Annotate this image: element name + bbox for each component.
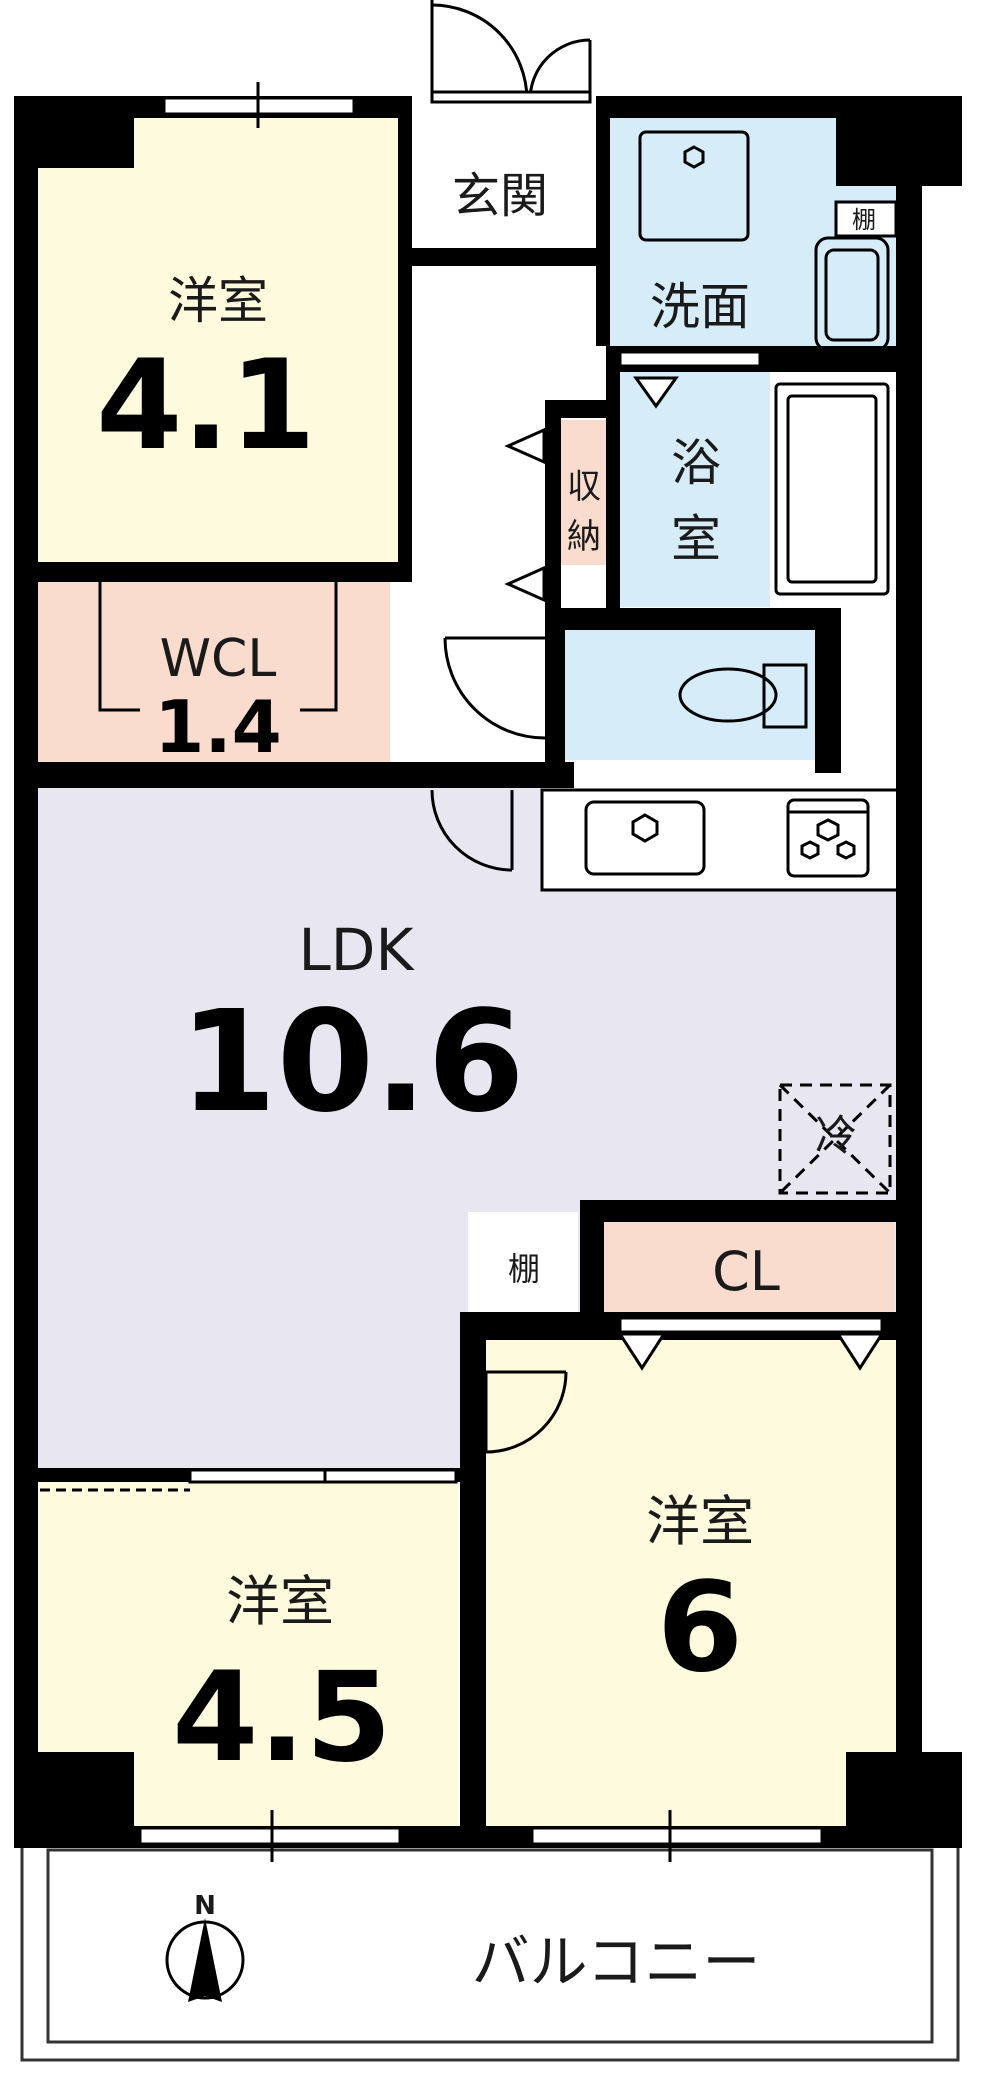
north-arrow-icon	[165, 1918, 245, 2002]
western-room-2-fill	[486, 1340, 896, 1840]
western-room-2-label: 洋室	[646, 1490, 754, 1553]
windows	[40, 82, 884, 1862]
bathroom-label-1: 浴	[671, 434, 721, 492]
ldk-size: 10.6	[179, 981, 524, 1144]
closet-label: CL	[712, 1240, 780, 1303]
shelf-fill	[468, 1212, 578, 1316]
wcl-size: 1.4	[154, 685, 282, 769]
entrance-door	[430, 0, 592, 101]
refrigerator-label: 冷	[815, 1111, 857, 1160]
western-room-1-label: 洋室	[168, 272, 268, 330]
storage-label-2: 納	[567, 517, 601, 557]
storage-fill	[560, 420, 608, 565]
balcony-inner-outline	[46, 1848, 934, 2044]
washroom-label: 洗面	[650, 278, 750, 336]
bathroom-label-2: 室	[671, 510, 721, 568]
wcl-fill	[38, 582, 390, 762]
wcl-label: WCL	[160, 629, 277, 689]
closet-fill	[604, 1222, 894, 1314]
bathroom-fill	[620, 372, 770, 607]
ldk-label: LDK	[298, 916, 415, 984]
storage-label-1: 収	[567, 467, 601, 507]
western-room-1-fill	[38, 118, 398, 566]
western-room-3-label: 洋室	[226, 1570, 334, 1633]
shelf-label: 棚	[508, 1250, 540, 1288]
entrance-label: 玄関	[452, 168, 548, 224]
hallway-fill	[412, 266, 542, 761]
compass-label: N	[194, 1891, 216, 1921]
kitchen-counter-fill	[542, 788, 900, 888]
western-room-1-size: 4.1	[96, 334, 316, 478]
fixtures	[98, 130, 900, 1454]
western-room-2-size: 6	[657, 1556, 743, 1700]
entrance-fill	[412, 118, 600, 266]
balcony-label: バルコニー	[472, 1928, 761, 1996]
western-room-3-size: 4.5	[172, 1646, 392, 1790]
toilet-fill	[565, 630, 815, 760]
washroom-shelf-label: 棚	[852, 206, 876, 234]
